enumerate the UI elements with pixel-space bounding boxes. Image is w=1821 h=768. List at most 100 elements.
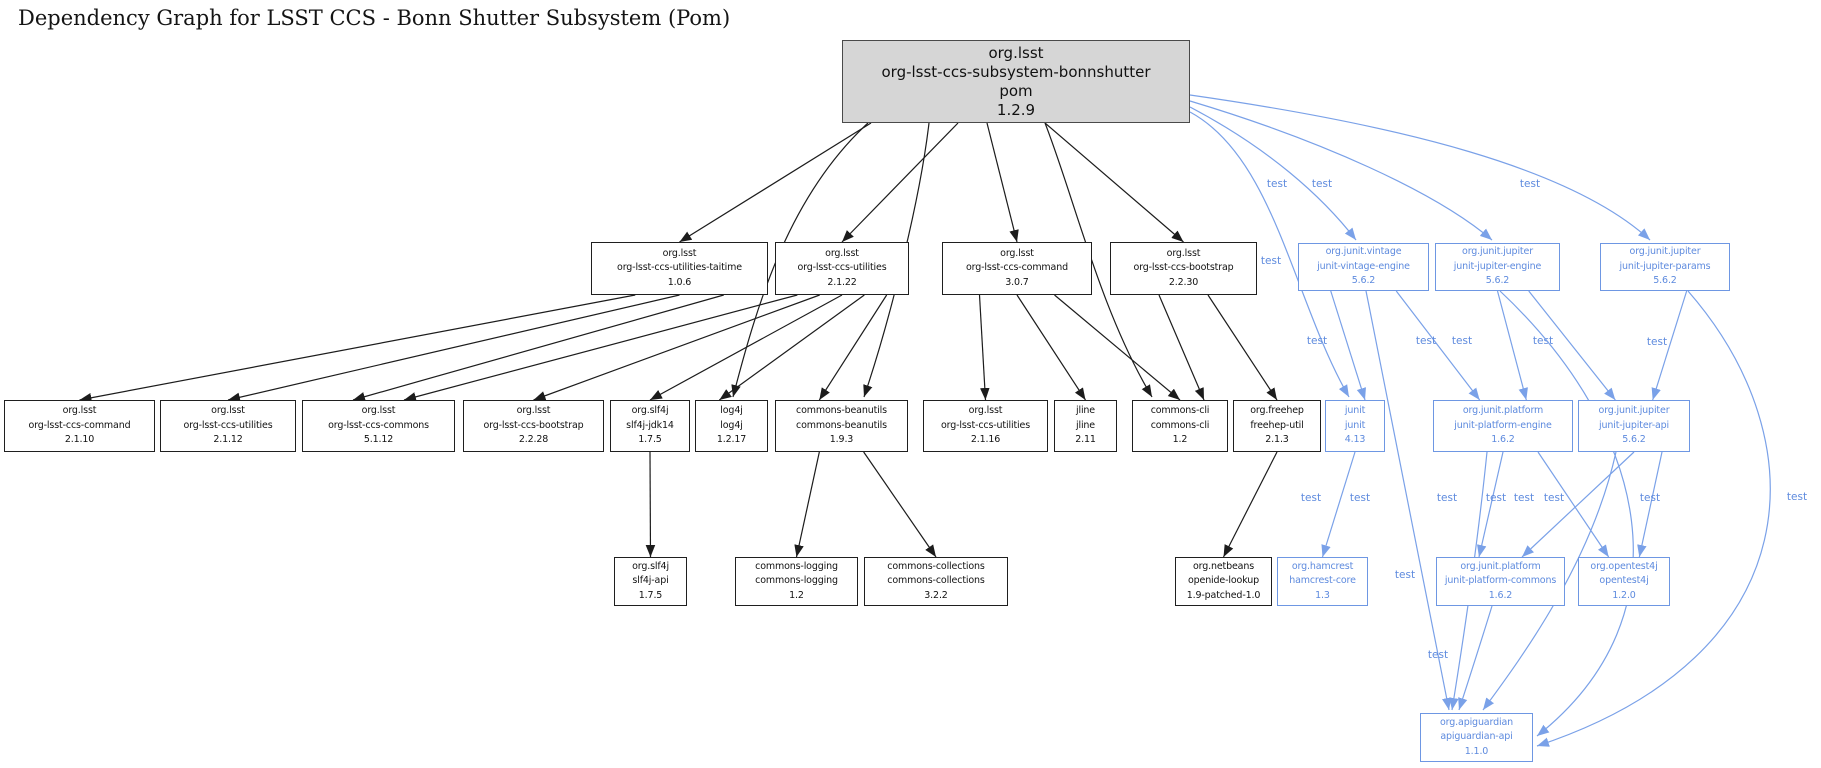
edge-test-label: test [1428, 649, 1448, 661]
node-label-line: 1.2 [1172, 434, 1188, 446]
node-label-line: 1.9.3 [829, 434, 854, 446]
edge-test-label: test [1486, 492, 1506, 504]
edge-test-label: test [1416, 335, 1436, 347]
edge-test-label: test [1787, 491, 1807, 503]
node-label-line: org-lsst-ccs-utilities [797, 262, 887, 274]
node-label-line: 2.2.28 [518, 434, 549, 446]
dependency-edge [533, 294, 820, 401]
node-label-line: org.lsst [211, 405, 245, 417]
dependency-edge [978, 294, 990, 401]
dependency-edge [1537, 451, 1610, 558]
node-label-line: 1.3 [1315, 589, 1330, 601]
dependency-edge [1637, 451, 1663, 558]
dependency-edge [1321, 451, 1356, 558]
dependency-edge [1207, 294, 1278, 401]
node-label-line: org-lsst-ccs-command [28, 419, 131, 431]
edge-test-label: test [1520, 178, 1540, 190]
node-label-line: 1.2.0 [1612, 589, 1636, 601]
node-label-line: 1.6.2 [1488, 589, 1513, 601]
node-label-line: org.lsst [662, 247, 697, 259]
dependency-edge [1521, 451, 1635, 558]
node-label-line: org.netbeans [1192, 560, 1255, 572]
dependency-edge [1395, 290, 1481, 401]
node-label-line: commons-beanutils [796, 419, 887, 431]
edge-test-label: test [1452, 335, 1472, 347]
node-label-line: 2.1.22 [827, 276, 857, 288]
dependency-edge [352, 294, 724, 402]
dependency-edge [1016, 294, 1087, 401]
node-label-line: 1.1.0 [1464, 745, 1489, 757]
graph-node-apiguardian[interactable]: org.apiguardian apiguardian-api 1.1.0 [1420, 713, 1533, 762]
node-label-line: 5.6.2 [1351, 275, 1376, 287]
dependency-edge [1458, 605, 1493, 711]
node-label-line: commons-cli [1150, 405, 1210, 417]
node-label-line: log4j [720, 419, 743, 431]
node-label-line: 3.2.2 [924, 589, 948, 601]
node-label-line: org.lsst [968, 405, 1003, 417]
dependency-edge [1499, 290, 1634, 737]
node-label-line: 1.7.5 [638, 589, 663, 601]
node-label-line: org-lsst-ccs-commons [328, 419, 429, 431]
dependency-edge [718, 294, 865, 401]
node-label-line: opentest4j [1599, 575, 1649, 587]
node-label-line: org.apiguardian [1440, 716, 1513, 728]
edge-test-label: test [1640, 492, 1660, 504]
dependency-edge [1054, 294, 1181, 401]
dependency-edge [1189, 100, 1493, 241]
node-label-line: org-lsst-ccs-subsystem-bonnshutter [881, 62, 1151, 81]
edge-test-label: test [1301, 492, 1321, 504]
node-label-line: org.junit.platform [1462, 405, 1544, 417]
node-label-line: org.hamcrest [1291, 560, 1354, 572]
node-label-line: junit-platform-engine [1454, 419, 1552, 431]
node-label-line: 1.2.17 [716, 434, 747, 446]
node-label-line: 1.2.9 [996, 100, 1036, 119]
node-label-line: 2.1.16 [970, 434, 1001, 446]
graph-title: Dependency Graph for LSST CCS - Bonn Shu… [18, 6, 731, 30]
dependency-edge [1496, 290, 1528, 401]
node-label-line: apiguardian-api [1440, 731, 1513, 743]
dependency-edge [1189, 106, 1357, 241]
dependency-edge [1536, 290, 1771, 747]
node-label-line: org-lsst-ccs-bootstrap [483, 419, 584, 431]
dependency-edge [841, 122, 959, 243]
node-label-line: 2.2.30 [1168, 276, 1199, 288]
node-label-line: 1.7.5 [638, 434, 662, 446]
dependency-edge [1044, 122, 1184, 243]
node-label-line: 5.6.2 [1653, 275, 1677, 287]
dependency-edge [649, 294, 843, 401]
edge-test-label: test [1350, 492, 1370, 504]
edge-test-label: test [1514, 492, 1534, 504]
node-label-line: org.lsst [1166, 247, 1201, 259]
